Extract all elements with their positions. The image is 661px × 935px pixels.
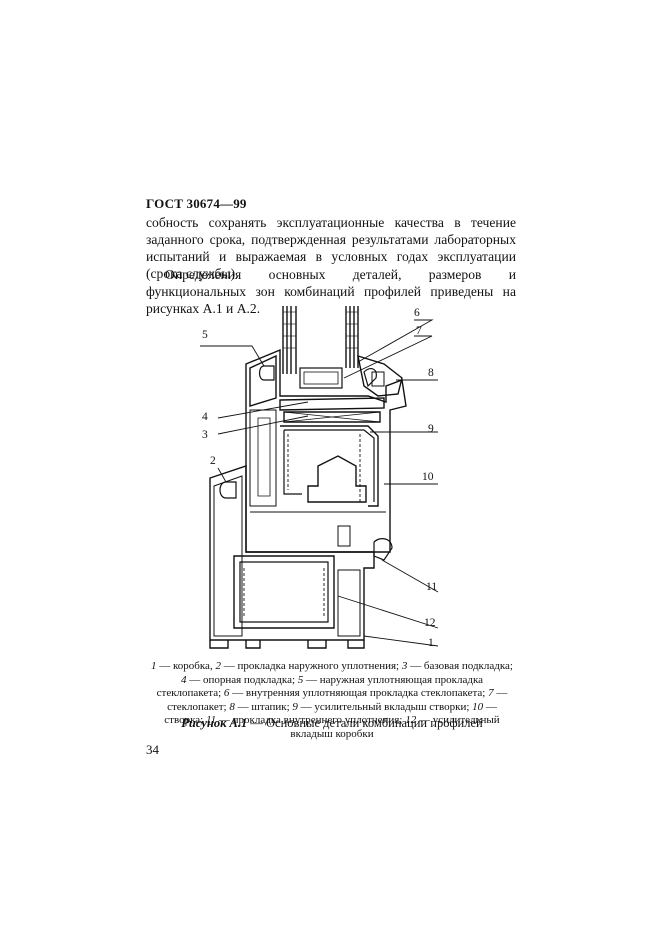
legend-item-number: 3 (401, 660, 408, 672)
legend-item-text: — наружная уплотняющая прокладка стеклоп… (156, 673, 484, 700)
legend-item-text: — створка; (164, 700, 497, 727)
paragraph-1: собность сохранять эксплуатационные каче… (146, 215, 516, 281)
legend-item-number: 9 (292, 700, 298, 713)
figure-label-6: 6 (414, 307, 420, 319)
legend-item-text: — базовая подкладка; (407, 660, 513, 672)
legend-item-text: — стеклопакет; (167, 687, 508, 713)
figure-title: Рисунок А.1 — Основные детали комбинации… (150, 716, 514, 731)
profile-cross-section-figure: 6 5 7 8 4 3 9 2 10 11 12 1 (188, 306, 488, 658)
legend-item-text: — коробка, (156, 660, 216, 672)
figure-label-2: 2 (210, 455, 216, 467)
figure-label-4: 4 (202, 411, 208, 423)
profile-cross-section-drawing: 6 5 7 8 4 3 9 2 10 11 12 1 (200, 306, 439, 649)
paragraph-2-text: Определения основных деталей, размеров и… (146, 267, 516, 316)
legend-item-text: — прокладка наружного уплотнения; (220, 660, 402, 672)
figure-label-3: 3 (202, 429, 208, 441)
legend-item-number: 7 (488, 687, 494, 700)
legend-item-text: — штапик; (234, 700, 293, 713)
page-number: 34 (146, 742, 159, 757)
legend-item-number: 2 (215, 660, 221, 672)
figure-label-1: 1 (428, 637, 434, 649)
legend-item-text: — усилительный вкладыш створки; (297, 700, 473, 713)
legend-item-number: 11 (205, 714, 217, 727)
figure-label-12: 12 (424, 617, 436, 629)
legend-item-number: 5 (297, 673, 304, 686)
document-header: ГОСТ 30674—99 (146, 196, 247, 211)
legend-item-number: 6 (223, 687, 230, 700)
legend-item-number: 4 (180, 673, 187, 686)
legend-item-number: 8 (229, 700, 235, 713)
figure-label-11: 11 (426, 581, 437, 593)
figure-label-7: 7 (416, 325, 422, 337)
legend-item-text: — прокладка внутреннего уплотнения; (216, 714, 406, 727)
legend-item-text: — внутренняя уплотняющая прокладка стекл… (229, 687, 489, 700)
legend-item-number: 1 (151, 660, 157, 672)
figure-label-10: 10 (422, 471, 434, 483)
figure-label-8: 8 (428, 367, 434, 379)
figure-title-label: Рисунок А.1 (181, 716, 248, 730)
figure-label-5: 5 (202, 329, 208, 341)
paragraph-2: Определения основных деталей, размеров и… (146, 266, 516, 317)
glass-unit (282, 306, 359, 389)
frame-profile (209, 465, 375, 649)
figure-legend: 1 — коробка, 2 — прокладка наружного упл… (150, 660, 514, 742)
leader-lines (200, 319, 439, 647)
figure-title-text: — Основные детали комбинации профилей (247, 716, 483, 730)
figure-label-9: 9 (428, 423, 434, 435)
legend-item-text: — опорная подкладка; (186, 673, 298, 686)
legend-item-number: 10 (472, 700, 484, 713)
legend-item-number: 12 (405, 714, 417, 727)
legend-item-text: — усилительный вкладыш коробки (290, 714, 500, 740)
